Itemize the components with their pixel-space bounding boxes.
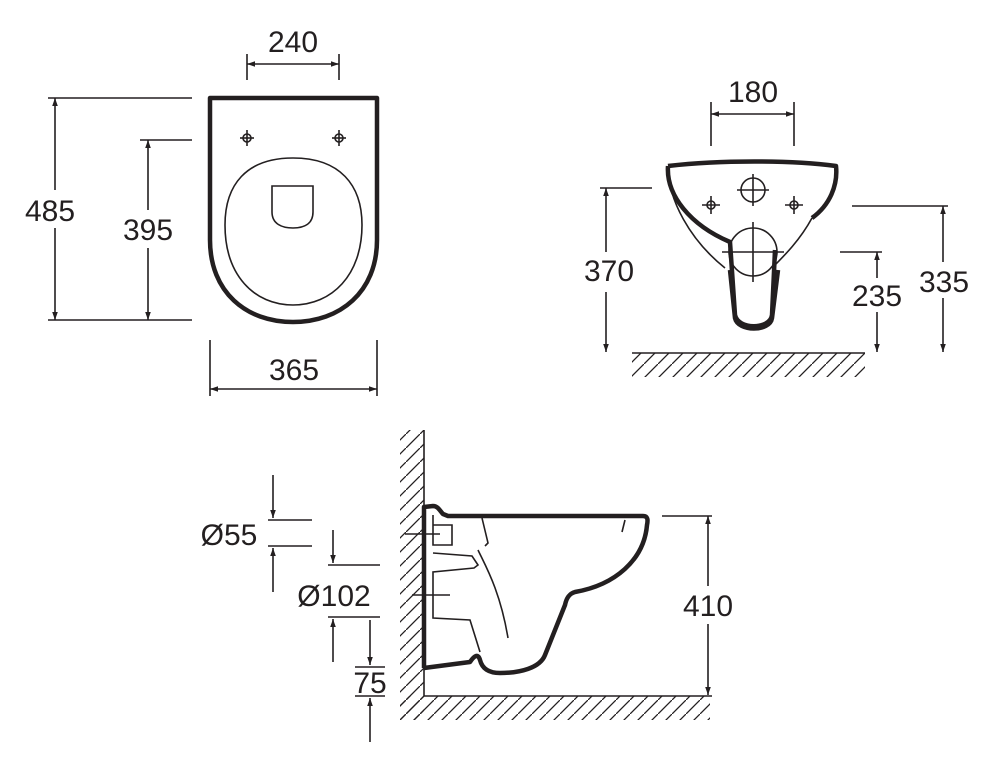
bowl-rim (667, 159, 839, 220)
dimension-410: 410 (662, 515, 733, 695)
dimension-label: 485 (25, 195, 75, 228)
fixing-hole-icon (785, 196, 803, 214)
dimension-370: 370 (584, 187, 652, 352)
dimension-label: 240 (268, 26, 318, 59)
dimension-395: 395 (123, 139, 192, 320)
dimension-label: 75 (353, 667, 386, 700)
wall-hatch (400, 430, 424, 720)
outlet-foot (727, 269, 781, 331)
dimension-label: Ø55 (201, 519, 258, 552)
dimension-d55: Ø55 (201, 475, 312, 592)
floor-hatch (632, 353, 865, 377)
dimension-d102: Ø102 (297, 530, 380, 662)
fixing-hole-icon (240, 130, 254, 146)
side-outline (421, 503, 650, 676)
side-inner (432, 515, 626, 653)
dimension-label: 180 (728, 76, 778, 109)
floor-hatch (400, 696, 710, 720)
dimension-label: 370 (584, 255, 634, 288)
dimension-label: 335 (919, 266, 969, 299)
dimension-335: 335 (852, 205, 969, 352)
dimension-label: 235 (852, 280, 902, 313)
dimension-label: 395 (123, 214, 173, 247)
fixing-hole-icon (702, 196, 720, 214)
side-view: 410 Ø55 Ø102 75 (201, 430, 733, 742)
seat-outline (224, 157, 363, 306)
dimension-365: 365 (209, 340, 378, 396)
dimension-240: 240 (246, 26, 340, 80)
dimension-235: 235 (840, 251, 902, 352)
dimension-label: Ø102 (297, 580, 370, 613)
fixing-hole-icon (332, 130, 346, 146)
dimension-75: 75 (353, 620, 387, 742)
dimension-label: 365 (269, 354, 319, 387)
dimension-180: 180 (710, 76, 795, 146)
top-view: 240 485 395 365 (25, 26, 380, 396)
dimension-485: 485 (25, 97, 192, 321)
front-view: 180 370 235 335 (584, 76, 969, 377)
front-outline (665, 165, 778, 329)
bowl-opening (271, 185, 314, 229)
bowl-outline (207, 95, 380, 325)
dimension-label: 410 (683, 590, 733, 623)
